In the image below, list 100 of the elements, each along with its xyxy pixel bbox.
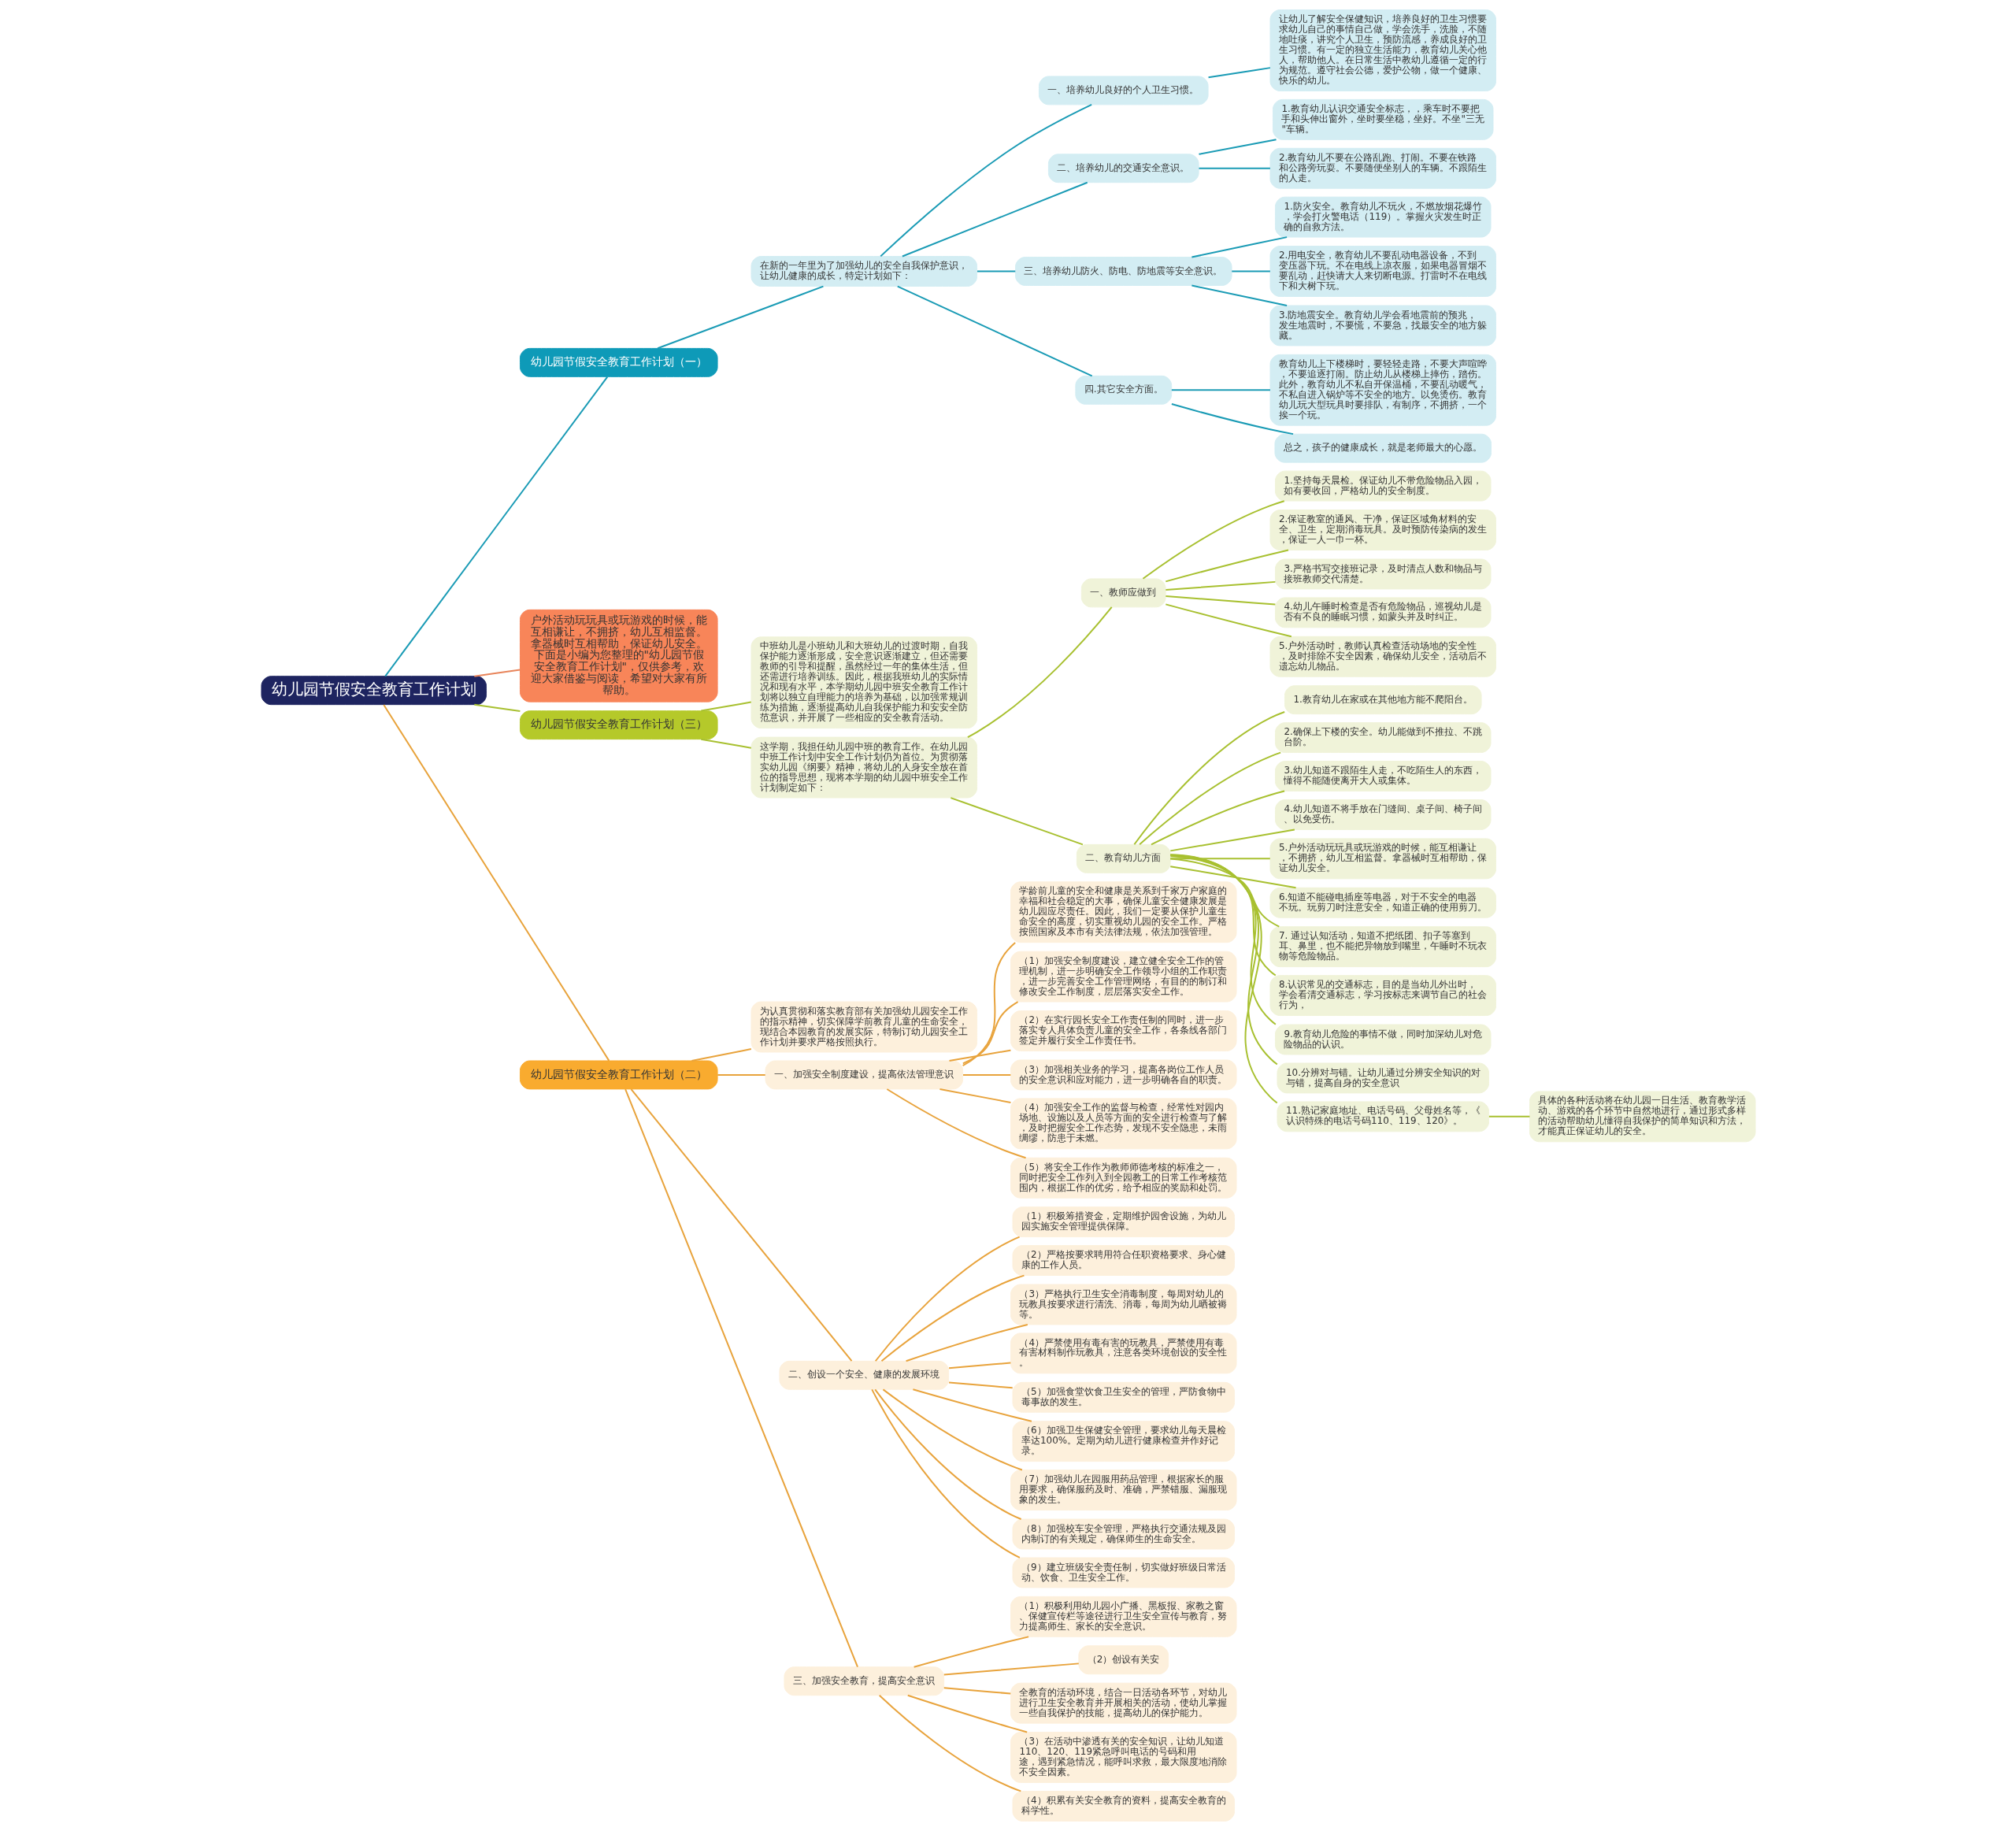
node-box: 2.保证教室的通风、干净，保证区域角材料的安全、卫生，定期消毒玩具。及时预防传染病的发生，保证一人一巾一杯。 xyxy=(1269,510,1496,550)
node-box: 三、培养幼儿防火、防电、防地震等安全意识。 xyxy=(1014,257,1232,286)
connector xyxy=(1169,855,1277,977)
node-box: 一、加强安全制度建设，提高依法管理意识 xyxy=(765,1060,963,1090)
node-box: （5）将安全工作作为教师师德考核的标准之一，同时把安全工作列入到全园教工的日常工作考核范围内，根据工作的优劣，给予相应的奖励和处罚。 xyxy=(1010,1157,1237,1199)
node-box: 幼儿园节假安全教育工作计划（一） xyxy=(519,347,718,377)
connector xyxy=(472,703,521,712)
connector xyxy=(690,1048,752,1062)
node-box: 10.分辨对与错。让幼儿通过分辨安全知识的对与错，提高自身的安全意识 xyxy=(1276,1062,1489,1094)
node-box: （1）积极利用幼儿园小广播、黑板报、家教之窗、保健宣传栏等途径进行卫生安全宣传与教育，努力提高师生、家长的安全意识。 xyxy=(1010,1596,1237,1637)
connector xyxy=(1164,595,1276,606)
node-box: 三、加强安全教育，提高安全意识 xyxy=(783,1666,944,1696)
connector xyxy=(1169,858,1271,860)
node-box: （8）加强校车安全管理，严格执行交通法规及园内制订的有关规定，确保师生的生命安全。 xyxy=(1012,1518,1235,1550)
connector xyxy=(384,376,608,677)
node-box: 中班幼儿是小班幼儿和大班幼儿的过渡时期，自我保护能力逐渐形成，安全意识逐渐建立，但还需要教师的引导和提醒，虽然经过一年的集体生活，但还需进行培养训练。因此，根据我班幼儿的实际情况和现有水平，本学期幼儿园中班安全教育工作计划将以独立自理能力的培养为基础，以加强常规训练为措施，逐渐提高幼儿自我保护能力和安安全防范意识，并开展了一些相应的安全教育活动。 xyxy=(750,636,977,729)
connector xyxy=(1169,854,1278,1066)
node-box: 1.防火安全。教育幼儿不玩火，不燃放烟花爆竹，学会打火警电话（119）。掌握火灾发生时正确的自救方法。 xyxy=(1274,196,1492,238)
connector xyxy=(716,1073,766,1076)
node-box: 一、培养幼儿良好的个人卫生习惯。 xyxy=(1038,76,1209,106)
node-box: （3）加强相关业务的学习，提高各岗位工作人员的安全意识和应对能力，进一步明确各自的职责。 xyxy=(1010,1059,1237,1091)
connector xyxy=(1198,139,1277,155)
node-box: 5.户外活动时，教师认真检查活动场地的安全性，及时排除不安全因素，确保幼儿安全，活动后不遗忘幼儿物品。 xyxy=(1269,636,1496,677)
node-box: （7）加强幼儿在园服用药品管理，根据家长的服用要求，确保服药及时、准确，严禁错服、漏服现象的发生。 xyxy=(1010,1470,1237,1511)
connector xyxy=(938,1088,1011,1103)
node-box: 4.幼儿知道不将手放在门缝间、桌子间、椅子间、以免受伤。 xyxy=(1274,799,1492,830)
connector xyxy=(949,797,1084,846)
node-box: 教育幼儿上下楼梯时，要轻轻走路，不要大声喧哗，不要追逐打闹。防止幼儿从楼梯上摔伤，踏伤。此外，教育幼儿不私自开保温桶，不要乱动暖气，不私自进入锅炉等不安全的地方。以免烫伤。教育幼儿玩大型玩具时要排队，有制序，不拥挤，一个挨一个玩。 xyxy=(1269,354,1496,426)
node-box: 4.幼儿午睡时检查是否有危险物品，巡视幼儿是否有不良的睡眠习惯，如蒙头并及时纠正。 xyxy=(1274,597,1492,628)
node-box: （2）在实行园长安全工作责任制的同时，进一步落实专人具体负责儿童的安全工作，各条线各部门签定并履行安全工作责任书。 xyxy=(1010,1010,1237,1051)
connector xyxy=(966,606,1113,739)
node-box: 一、教师应做到 xyxy=(1080,578,1166,608)
connector xyxy=(1190,284,1288,306)
node-box: 幼儿园节假安全教育工作计划 xyxy=(261,676,487,706)
node-box: 幼儿园节假安全教育工作计划（三） xyxy=(519,710,718,740)
connector xyxy=(1190,236,1288,258)
node-box: （6）加强卫生保健安全管理，要求幼儿每天晨检率达100%。定期为幼儿进行健康检查并作好记录。 xyxy=(1012,1421,1235,1462)
node-box: 7. 通过认知活动，知道不把纸团、扣子等塞到耳、鼻里，也不能把异物放到嘴里，午睡时不玩衣物等危险物品。 xyxy=(1269,926,1496,968)
connector xyxy=(947,1362,1011,1370)
connector xyxy=(870,1388,1021,1559)
node-box: 2.用电安全，教育幼儿不要乱动电器设备，不到变压器下玩。不在电线上凉衣服，如果电器冒烟不要乱动，赶快请大人来切断电源。打雷时不在电线下和大树下玩。 xyxy=(1269,246,1496,297)
connector xyxy=(1207,67,1271,79)
connector xyxy=(879,103,1092,258)
node-box: 3.严格书写交接班记录，及时清点人数和物品与接班教师交代清楚。 xyxy=(1274,558,1492,590)
connector xyxy=(1169,854,1278,1104)
node-box: （2）创设有关安 xyxy=(1077,1645,1169,1675)
connector xyxy=(1170,389,1271,391)
node-box: 具体的各种活动将在幼儿园一日生活、教育教学活动、游戏的各个环节中自然地进行，通过形式多样的活动帮助幼儿懂得自我保护的简单知识和方法，才能真正保证幼儿的安全。 xyxy=(1529,1091,1755,1143)
node-box: 6.知道不能碰电插座等电器，对于不安全的电器不玩。玩剪刀时注意安全，知道正确的使用剪刀。 xyxy=(1269,887,1496,918)
node-box: 8.认识常见的交通标志，目的是当幼儿外出时，学会看清交通标志，学习按标志来调节自己的社会行为， xyxy=(1269,975,1496,1017)
connector xyxy=(1230,270,1271,272)
node-box: （4）积累有关安全教育的资料，提高安全教育的科学性。 xyxy=(1012,1791,1235,1822)
node-box: 2.确保上下楼的安全。幼儿能做到不推拉、不跳台阶。 xyxy=(1274,722,1492,754)
node-box: （1）积极筹措资金，定期维护园舍设施，为幼儿园实施安全管理提供保障。 xyxy=(1012,1206,1235,1238)
node-box: 1.教育幼儿在家或在其他地方能不爬阳台。 xyxy=(1284,685,1482,715)
connector xyxy=(976,270,1016,272)
node-box: 幼儿园节假安全教育工作计划（二） xyxy=(519,1060,718,1090)
node-box: 2.教育幼儿不要在公路乱跑、打闹。不要在铁路和公路旁玩耍。不要随便坐别人的车辆。不跟陌生的人走。 xyxy=(1269,147,1496,189)
connector xyxy=(1170,403,1294,436)
node-box: （3）严格执行卫生安全消毒制度，每周对幼儿的玩教具按要求进行清洗、消毒，每周为幼儿晒被褥等。 xyxy=(1010,1284,1237,1325)
node-box: 四.其它安全方面。 xyxy=(1074,375,1172,405)
connector xyxy=(881,1388,1023,1471)
connector xyxy=(943,1662,1080,1676)
node-box: 在新的一年里为了加强幼儿的安全自我保护意识，让幼儿健康的成长，特定计划如下： xyxy=(750,256,977,287)
node-box: （3）在活动中渗透有关的安全知识，让幼儿知道110、120、119紧急呼叫电话的号码和用途，遇到紧急情况，能呼叫求救，最大限度地消除不安全因素。 xyxy=(1010,1732,1237,1783)
node-box: 1.坚持每天晨检。保证幼儿不带危险物品入园，如有要收回，严格幼儿的安全制度。 xyxy=(1274,470,1492,502)
node-box: 11.熟记家庭地址、电话号码、父母姓名等，《认识特殊的电话号码110、119、120》。 xyxy=(1276,1101,1489,1132)
node-box: 3.防地震安全。教育幼儿学会看地震前的预兆，发生地震时，不要慌，不要急，找最安全的地方躲藏。 xyxy=(1269,305,1496,347)
connector xyxy=(906,1694,1028,1733)
connector xyxy=(962,1073,1011,1076)
node-box: （2）严格按要求聘用符合任职资格要求、身心健康的工作人员。 xyxy=(1012,1245,1235,1277)
node-box: 二、创设一个安全、健康的发展环境 xyxy=(778,1360,949,1390)
node-box: 二、培养幼儿的交通安全意识。 xyxy=(1047,154,1199,183)
connector xyxy=(1169,858,1280,928)
connector xyxy=(630,1088,852,1362)
connector xyxy=(1141,500,1285,580)
connector xyxy=(896,285,1093,377)
node-box: 让幼儿了解安全保健知识，培养良好的卫生习惯要求幼儿自己的事情自己做，学会洗手，洗脸，不随地吐痰，讲究个人卫生，预防流感，养成良好的卫生习惯。有一定的独立生活能力，教育幼儿关心他人，帮助他人。在日常生活中教幼儿遵循一定的行为规范。遵守社会公德，爱护公物，做一个健康、快乐的幼儿。 xyxy=(1269,9,1496,91)
connector xyxy=(911,1388,1032,1422)
connector xyxy=(699,738,752,749)
node-box: 户外活动玩玩具或玩游戏的时候，能互相谦让，不拥挤，幼儿互相监督。拿器械时互相帮助，保证幼儿安全。下面是小编为您整理的"幼儿园节假安全教育工作计划"，仅供参考，欢迎大家借鉴与阅读，希望对大家有所帮助。 xyxy=(519,609,718,702)
connector xyxy=(901,181,1088,258)
node-box: 5.户外活动玩玩具或玩游戏的时候，能互相谦让，不拥挤，幼儿互相监督。拿器械时互相帮助，保证幼儿安全。 xyxy=(1269,838,1496,880)
connector xyxy=(656,285,824,350)
connector xyxy=(1132,710,1285,846)
connector xyxy=(1164,580,1276,591)
connector xyxy=(948,1049,1011,1062)
node-box: （9）建立班级安全责任制，切实做好班级日常活动、饮食、卫生安全工作。 xyxy=(1012,1557,1235,1588)
connector xyxy=(1169,828,1295,852)
node-box: 总之，孩子的健康成长，就是老师最大的心愿。 xyxy=(1273,433,1492,463)
node-box: 9.教育幼儿危险的事情不做，同时加深幼儿对危险物品的认识。 xyxy=(1274,1024,1492,1055)
connector xyxy=(624,1088,858,1668)
connector xyxy=(878,1694,1021,1792)
node-box: （5）加强食堂饮食卫生安全的管理，严防食物中毒事故的发生。 xyxy=(1012,1381,1235,1413)
connector xyxy=(962,941,1016,1067)
node-box: 3.幼儿知道不跟陌生人走，不吃陌生人的东西，懂得不能随便离开大人或集体。 xyxy=(1274,761,1492,791)
connector xyxy=(472,669,521,677)
node-box: 1.教育幼儿认识交通安全标志，，乘车时不要把手和头伸出窗外，坐时要坐稳，坐好。不坐"三无"车辆。 xyxy=(1272,98,1494,140)
node-box: 学龄前儿童的安全和健康是关系到千家万户家庭的幸福和社会稳定的大事，确保儿童安全健康发展是幼儿园应尽责任。因此，我们一定要从保护儿童生命安全的高度，切实重视幼儿园的安全工作。严格按照国家及本市有关法律法规，依法加强管理。 xyxy=(1010,881,1237,943)
connector xyxy=(1164,603,1292,638)
